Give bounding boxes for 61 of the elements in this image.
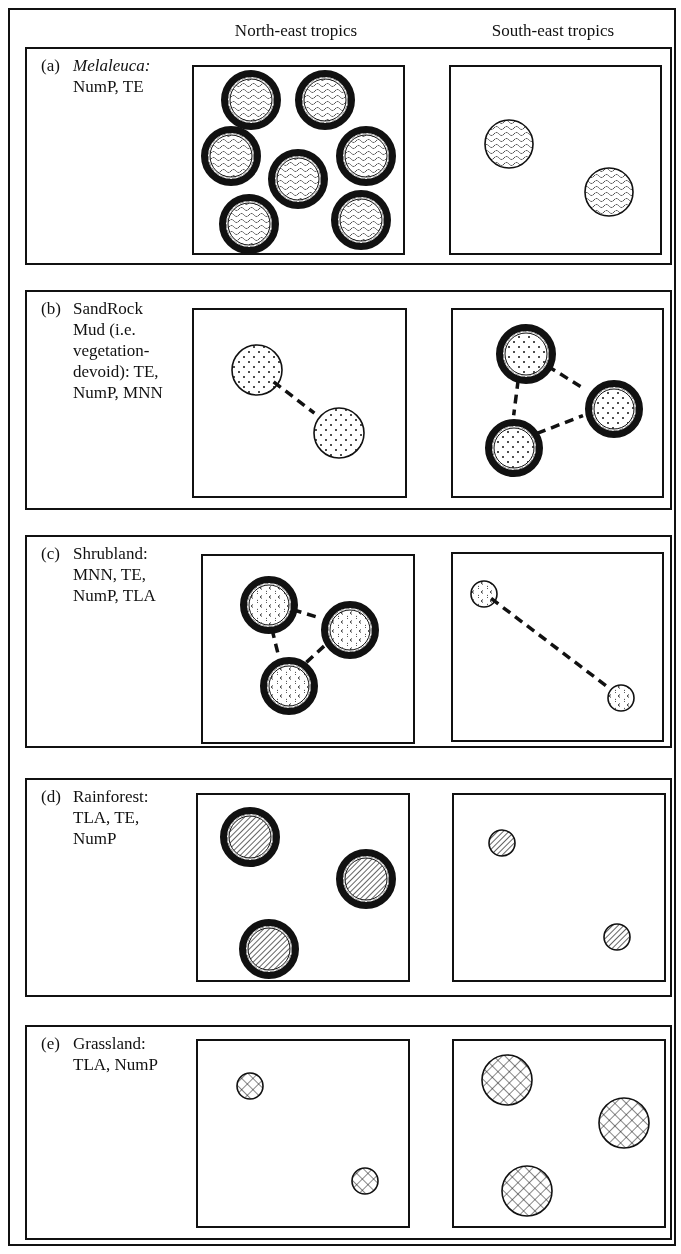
row-panel	[25, 47, 672, 265]
column-header: North-east tropics	[234, 20, 358, 42]
dashed-connector	[272, 380, 316, 415]
ringed-patch-circle	[585, 380, 643, 438]
panel-text: SandRock Mud (i.e. vegetation-devoid): TE, NumP, MNN	[73, 298, 164, 403]
patch-circle	[481, 1054, 533, 1106]
dashed-connector	[511, 379, 520, 416]
patch-circle	[236, 1072, 264, 1100]
panel-letter: (d)	[41, 786, 61, 807]
patch-circle	[488, 829, 516, 857]
site-box	[196, 1039, 410, 1228]
ringed-patch-circle	[219, 194, 279, 254]
dashed-connector	[305, 644, 326, 664]
dashed-connector	[536, 413, 584, 436]
row-panel	[25, 778, 672, 997]
ringed-patch-circle	[268, 149, 328, 209]
patch-circle	[607, 684, 635, 712]
ringed-patch-circle	[201, 126, 261, 186]
site-box	[201, 554, 415, 744]
row-panel	[25, 290, 672, 510]
row-panel	[25, 535, 672, 748]
panel-text: Rainforest: TLA, TE, NumP	[73, 786, 150, 849]
ringed-patch-circle	[295, 70, 355, 130]
panel-letter: (c)	[41, 543, 60, 564]
ringed-patch-circle	[336, 126, 396, 186]
patch-circle	[598, 1097, 650, 1149]
ringed-patch-circle	[260, 657, 318, 715]
site-box	[452, 793, 666, 982]
ringed-patch-circle	[336, 849, 396, 909]
ringed-patch-circle	[496, 324, 556, 384]
ringed-patch-circle	[240, 576, 298, 634]
patch-circle	[584, 167, 634, 217]
ringed-patch-circle	[321, 601, 379, 659]
site-box	[451, 308, 664, 498]
patch-circle	[351, 1167, 379, 1195]
panel-text: Grassland: TLA, NumP	[73, 1033, 159, 1075]
patch-circle	[313, 407, 365, 459]
panel-text: Melaleuca: NumP, TE	[73, 55, 152, 97]
ringed-patch-circle	[239, 919, 299, 979]
patch-circle	[231, 344, 283, 396]
site-box	[449, 65, 662, 255]
site-box	[452, 1039, 666, 1228]
panel-letter: (a)	[41, 55, 60, 76]
ringed-patch-circle	[221, 70, 281, 130]
site-box	[451, 552, 664, 742]
panel-letter: (e)	[41, 1033, 60, 1054]
column-header: South-east tropics	[491, 20, 615, 42]
row-panel	[25, 1025, 672, 1240]
ringed-patch-circle	[331, 190, 391, 250]
panel-letter: (b)	[41, 298, 61, 319]
patch-circle	[603, 923, 631, 951]
ringed-patch-circle	[485, 419, 543, 477]
panel-text: Shrubland: MNN, TE, NumP, TLA	[73, 543, 157, 606]
patch-circle	[484, 119, 534, 169]
ringed-patch-circle	[220, 807, 280, 867]
site-box	[192, 308, 407, 498]
site-box	[192, 65, 405, 255]
site-box	[196, 793, 410, 982]
patch-circle	[501, 1165, 553, 1217]
dashed-connector	[490, 597, 607, 687]
patch-circle	[470, 580, 498, 608]
